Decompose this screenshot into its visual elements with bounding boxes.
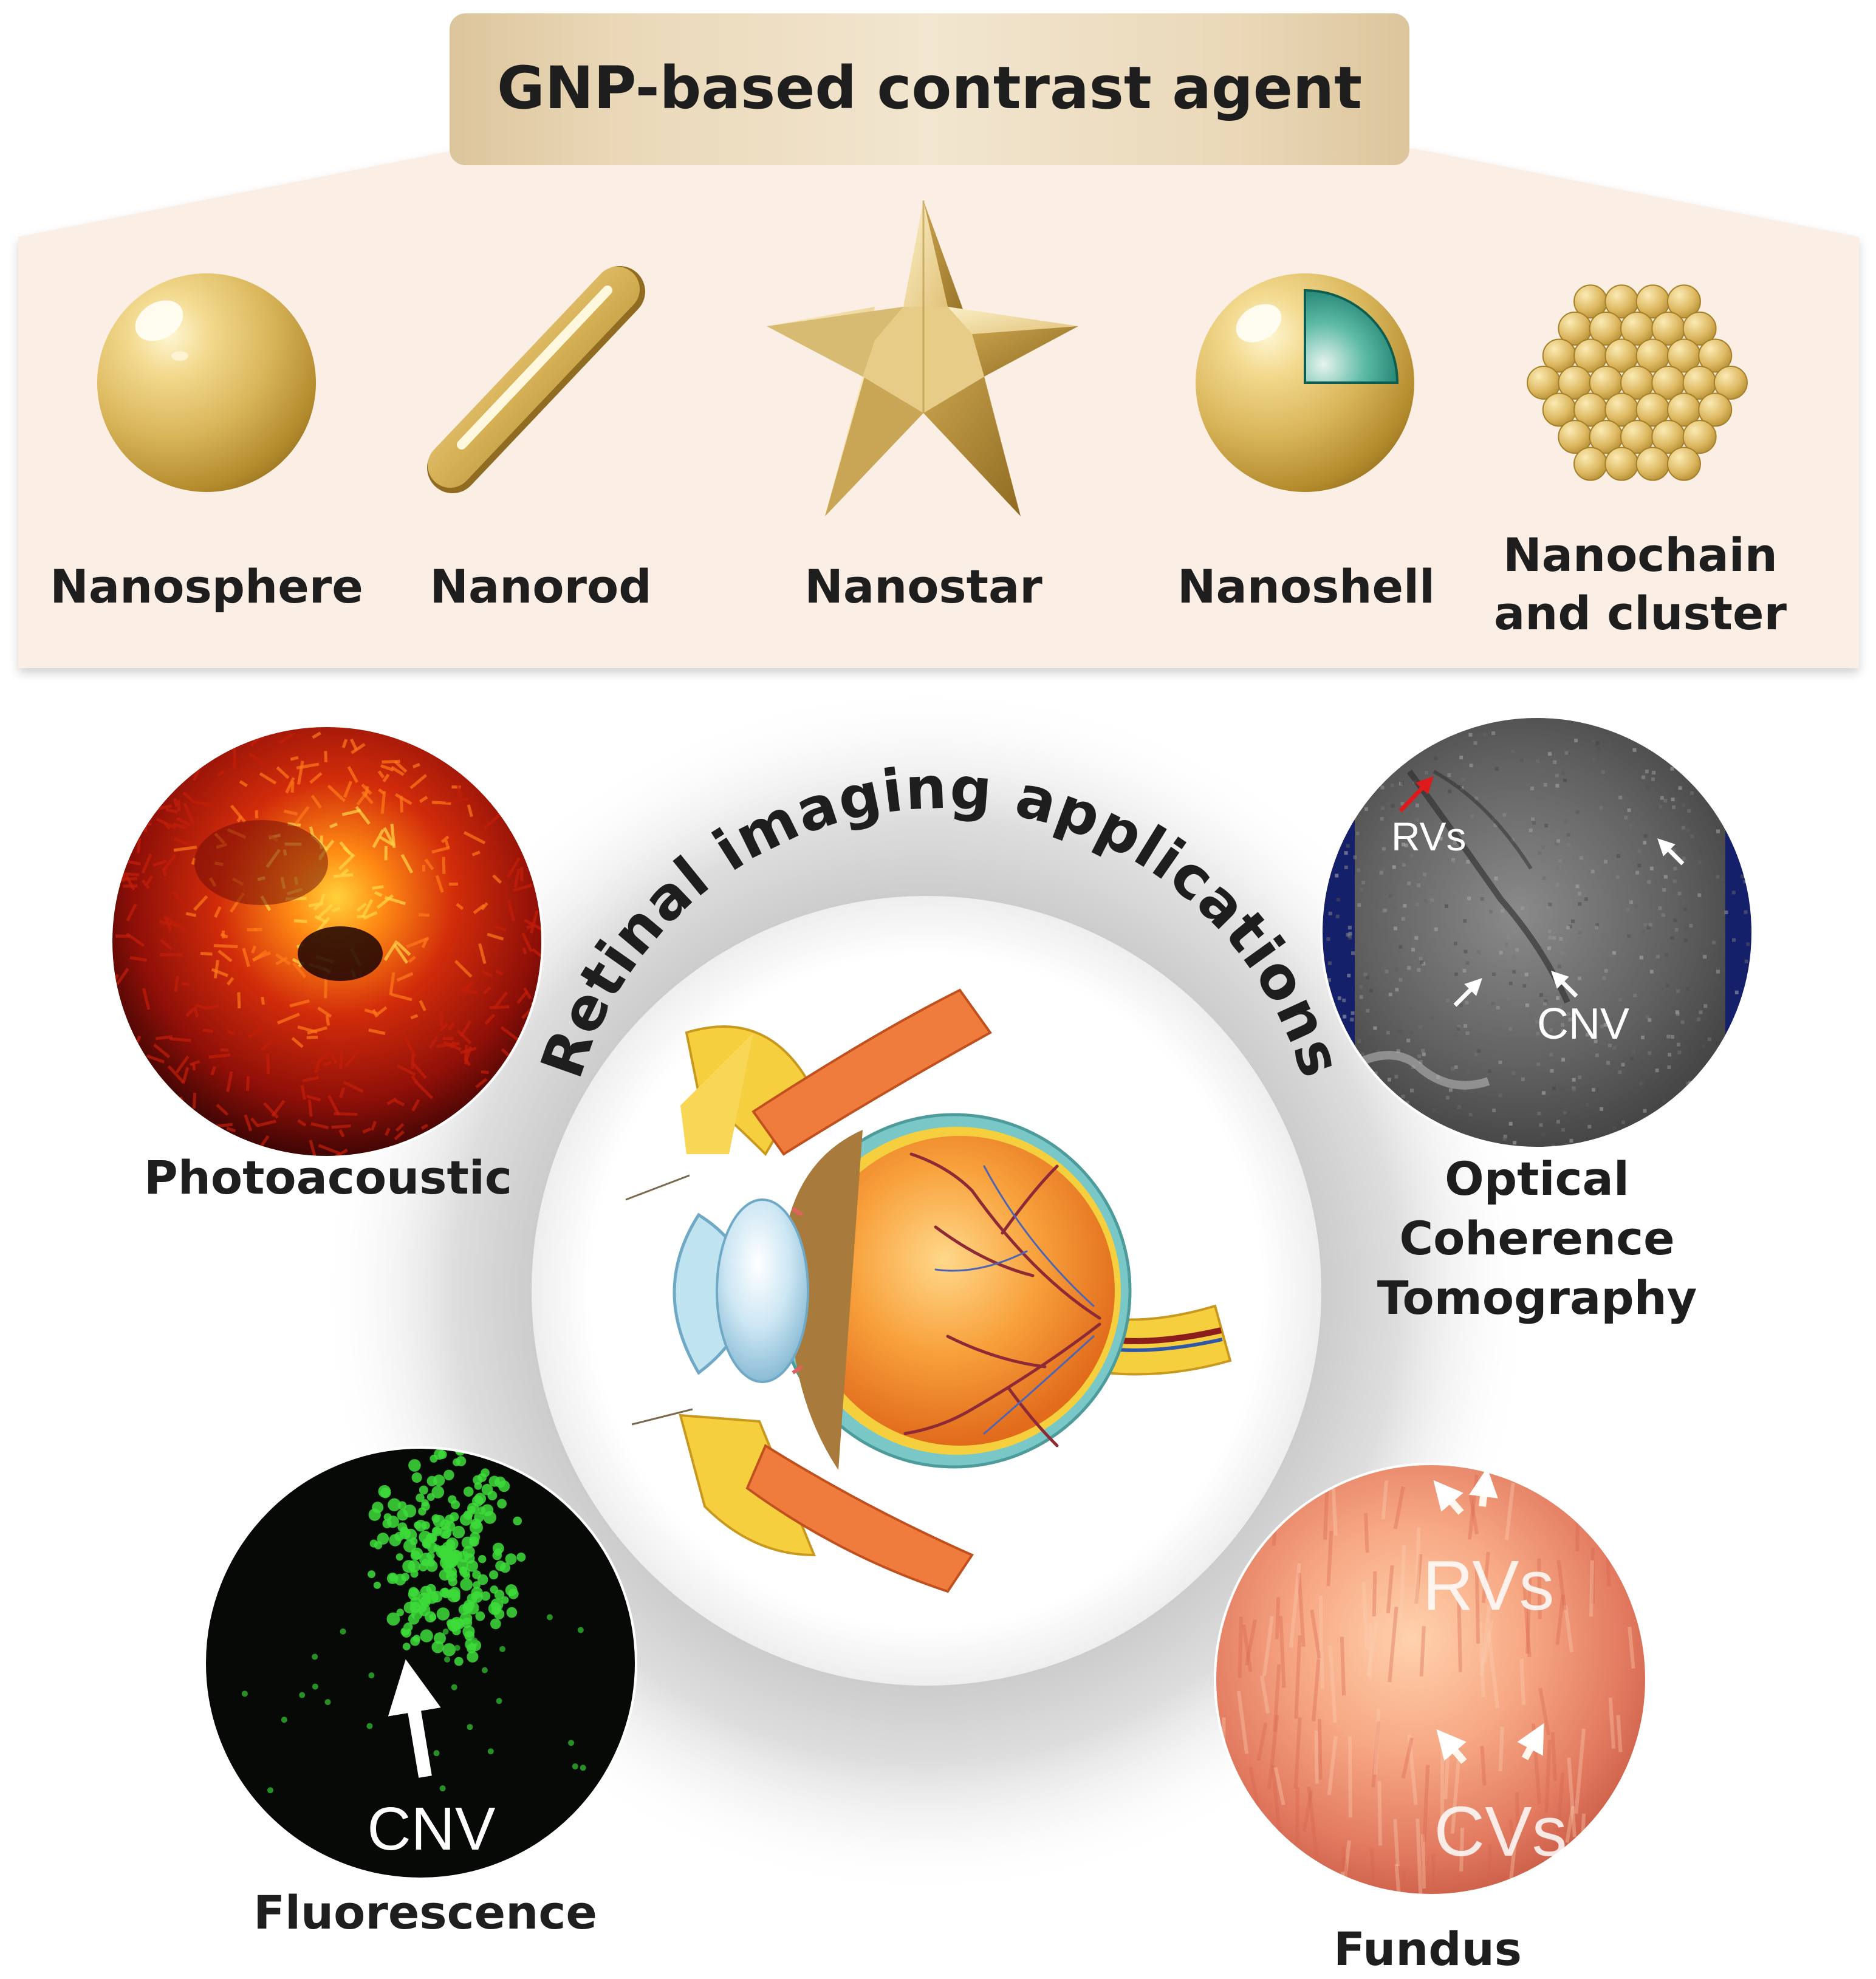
nanosphere-label: Nanosphere [36,558,377,616]
nanochain-label-line2: and cluster [1494,586,1787,640]
oct-label-line1: Optical [1324,1149,1750,1209]
oct-label-line2: Coherence [1324,1209,1750,1268]
fundus-annotation-cvs: CVs [1434,1792,1567,1871]
nanorod-label: Nanorod [389,558,693,616]
nanostar-label: Nanostar [765,558,1081,616]
photoacoustic-label: Photoacoustic [122,1148,535,1208]
fundus-annotation-rvs: RVs [1422,1546,1554,1625]
oct-label-line3: Tomography [1324,1268,1750,1328]
nanochain-label: Nanochain and cluster [1482,526,1798,643]
nanochain-label-line1: Nanochain [1503,528,1778,582]
fluorescence-annotation-cnv: CNV [367,1795,495,1863]
fundus-image [1215,1464,1652,1951]
oct-annotation-rvs: RVs [1391,814,1467,859]
fundus-label: Fundus [1215,1919,1640,1979]
panel-title: GNP-based contrast agent [450,36,1409,140]
oct-label: Optical Coherence Tomography [1324,1149,1750,1328]
oct-annotation-cnv: CNV [1537,1000,1629,1048]
nanosphere-icon [97,273,316,492]
nanoshell-label: Nanoshell [1148,558,1464,616]
nanoshell-icon [1196,273,1414,492]
fluorescence-label: Fluorescence [213,1883,638,1943]
